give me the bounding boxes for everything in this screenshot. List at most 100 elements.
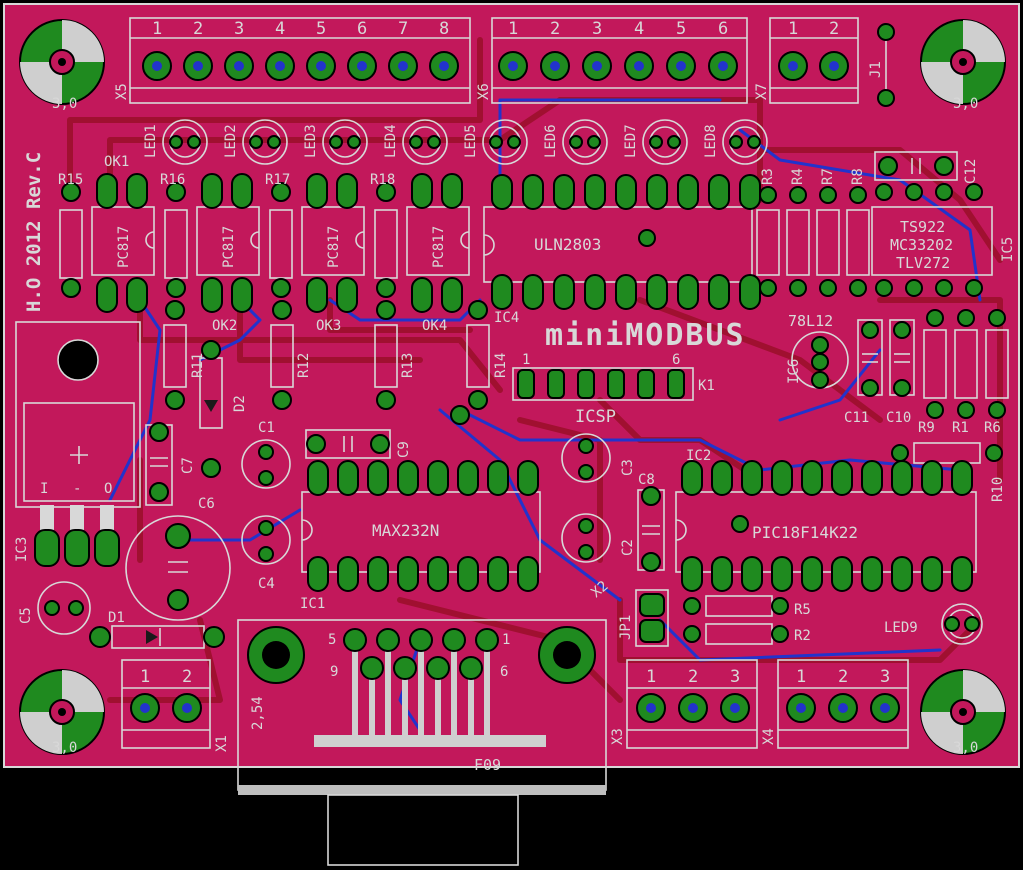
dip-pad [553, 274, 575, 310]
c12-label: C12 [963, 159, 979, 184]
dip-pad [517, 460, 539, 496]
ic-uln2803: ULN2803 IC4 [483, 174, 761, 326]
x4-pin-hole [796, 703, 806, 713]
db9-pad [475, 628, 499, 652]
c9-label: C9 [396, 441, 412, 458]
r10-label: R10 [990, 477, 1006, 502]
db9-pins [343, 628, 499, 735]
ok4-label: OK4 [422, 318, 447, 334]
resistor-pad [789, 279, 807, 297]
dip-pad [801, 556, 823, 592]
ic-ic5: TS922 MC33202 TLV272 IC5 [871, 183, 1016, 297]
ic3-label: IC3 [14, 537, 30, 562]
dip-pad [427, 460, 449, 496]
db9-pad [360, 656, 384, 680]
x3-pin-hole [730, 703, 740, 713]
x4-label: X4 [761, 728, 777, 745]
hole-label: 3,0 [953, 740, 978, 756]
resistor-r12: R12 [270, 300, 312, 410]
led-pad [169, 135, 183, 149]
resistor-pad [819, 279, 837, 297]
x6-label: X6 [476, 83, 492, 100]
diode-d1: D1 [89, 610, 225, 649]
icsp-label: ICSP [575, 407, 616, 427]
dip-pad [861, 460, 883, 496]
dip-pad [741, 556, 763, 592]
resistor-body [756, 209, 780, 276]
led-label: LED5 [463, 124, 479, 158]
x4-pin-number: 2 [838, 667, 848, 687]
r14-label: R14 [493, 353, 509, 378]
ic1-label: IC1 [300, 596, 325, 612]
opto-part-label: PC817 [116, 226, 132, 268]
opto-pad [306, 277, 328, 313]
x5-pin-hole [193, 61, 203, 71]
jumper-jp1: JP1 [618, 589, 669, 647]
c2-label: C2 [620, 539, 636, 556]
x5-pin-hole [316, 61, 326, 71]
capacitor-c1: C1 [241, 420, 291, 489]
led-ring [482, 119, 528, 165]
dip-pad [491, 174, 513, 210]
led-label: LED3 [303, 124, 319, 158]
x1-pin-number: 2 [182, 667, 192, 687]
resistor-r2: R2 [683, 623, 811, 645]
led-pad [729, 135, 743, 149]
opto-notch [250, 231, 260, 249]
dip-pad [771, 460, 793, 496]
resistor-column-right: R9 R1 R6 [918, 309, 1009, 436]
opto-pad [126, 277, 148, 313]
db9-pad [409, 628, 433, 652]
dip-pad [427, 556, 449, 592]
capacitor-c11: C11 [844, 319, 883, 426]
dip-pad [921, 460, 943, 496]
c10-label: C10 [886, 410, 911, 426]
resistor-array-right [756, 186, 870, 297]
ic2-label: IC2 [686, 448, 711, 464]
hole-label: 3,0 [52, 740, 77, 756]
resistor-pad [759, 279, 777, 297]
x1-pin-hole [140, 703, 150, 713]
led-pad [507, 135, 521, 149]
db9-pitch-label: 2,54 [250, 696, 266, 730]
opto-part-label: PC817 [431, 226, 447, 268]
r13-label: R13 [400, 353, 416, 378]
opto-pad [411, 277, 433, 313]
x5-pin-number: 3 [234, 19, 244, 39]
ic3-pin-minus: - [73, 481, 81, 497]
d1-label: D1 [108, 610, 125, 626]
dip-pad [307, 556, 329, 592]
dip-pad [337, 556, 359, 592]
r2-label: R2 [794, 628, 811, 644]
ic3-pin-o: O [104, 481, 112, 497]
c1-label: C1 [258, 420, 275, 436]
k1-label: K1 [698, 378, 715, 394]
dip-pad [307, 460, 329, 496]
db9-pad [393, 656, 417, 680]
reg-78l12-label: 78L12 [788, 312, 833, 330]
resistor-r15: R15 [58, 172, 83, 298]
r5-label: R5 [794, 602, 811, 618]
dip-pad [921, 556, 943, 592]
led-pad [267, 135, 281, 149]
dip-pad [708, 174, 730, 210]
capacitor-c7: C7 [145, 422, 196, 506]
c11-label: C11 [844, 410, 869, 426]
led-pad [329, 135, 343, 149]
x6-pin-hole [634, 61, 644, 71]
board-revision: H.O 2012 Rev.C [23, 152, 45, 312]
dip-pad [367, 556, 389, 592]
r1-label: R1 [952, 420, 969, 436]
x6-pin-hole [718, 61, 728, 71]
icsp-pin1-label: 1 [522, 352, 530, 368]
x6-pin-number: 1 [508, 19, 518, 39]
led-label: LED6 [543, 124, 559, 158]
ok1-label: OK1 [104, 154, 129, 170]
x1-label: X1 [214, 735, 230, 752]
led-ring [242, 119, 288, 165]
led-ring [642, 119, 688, 165]
led-ring [162, 119, 208, 165]
mounting-hole-top-right: 3,0 [920, 19, 1006, 112]
